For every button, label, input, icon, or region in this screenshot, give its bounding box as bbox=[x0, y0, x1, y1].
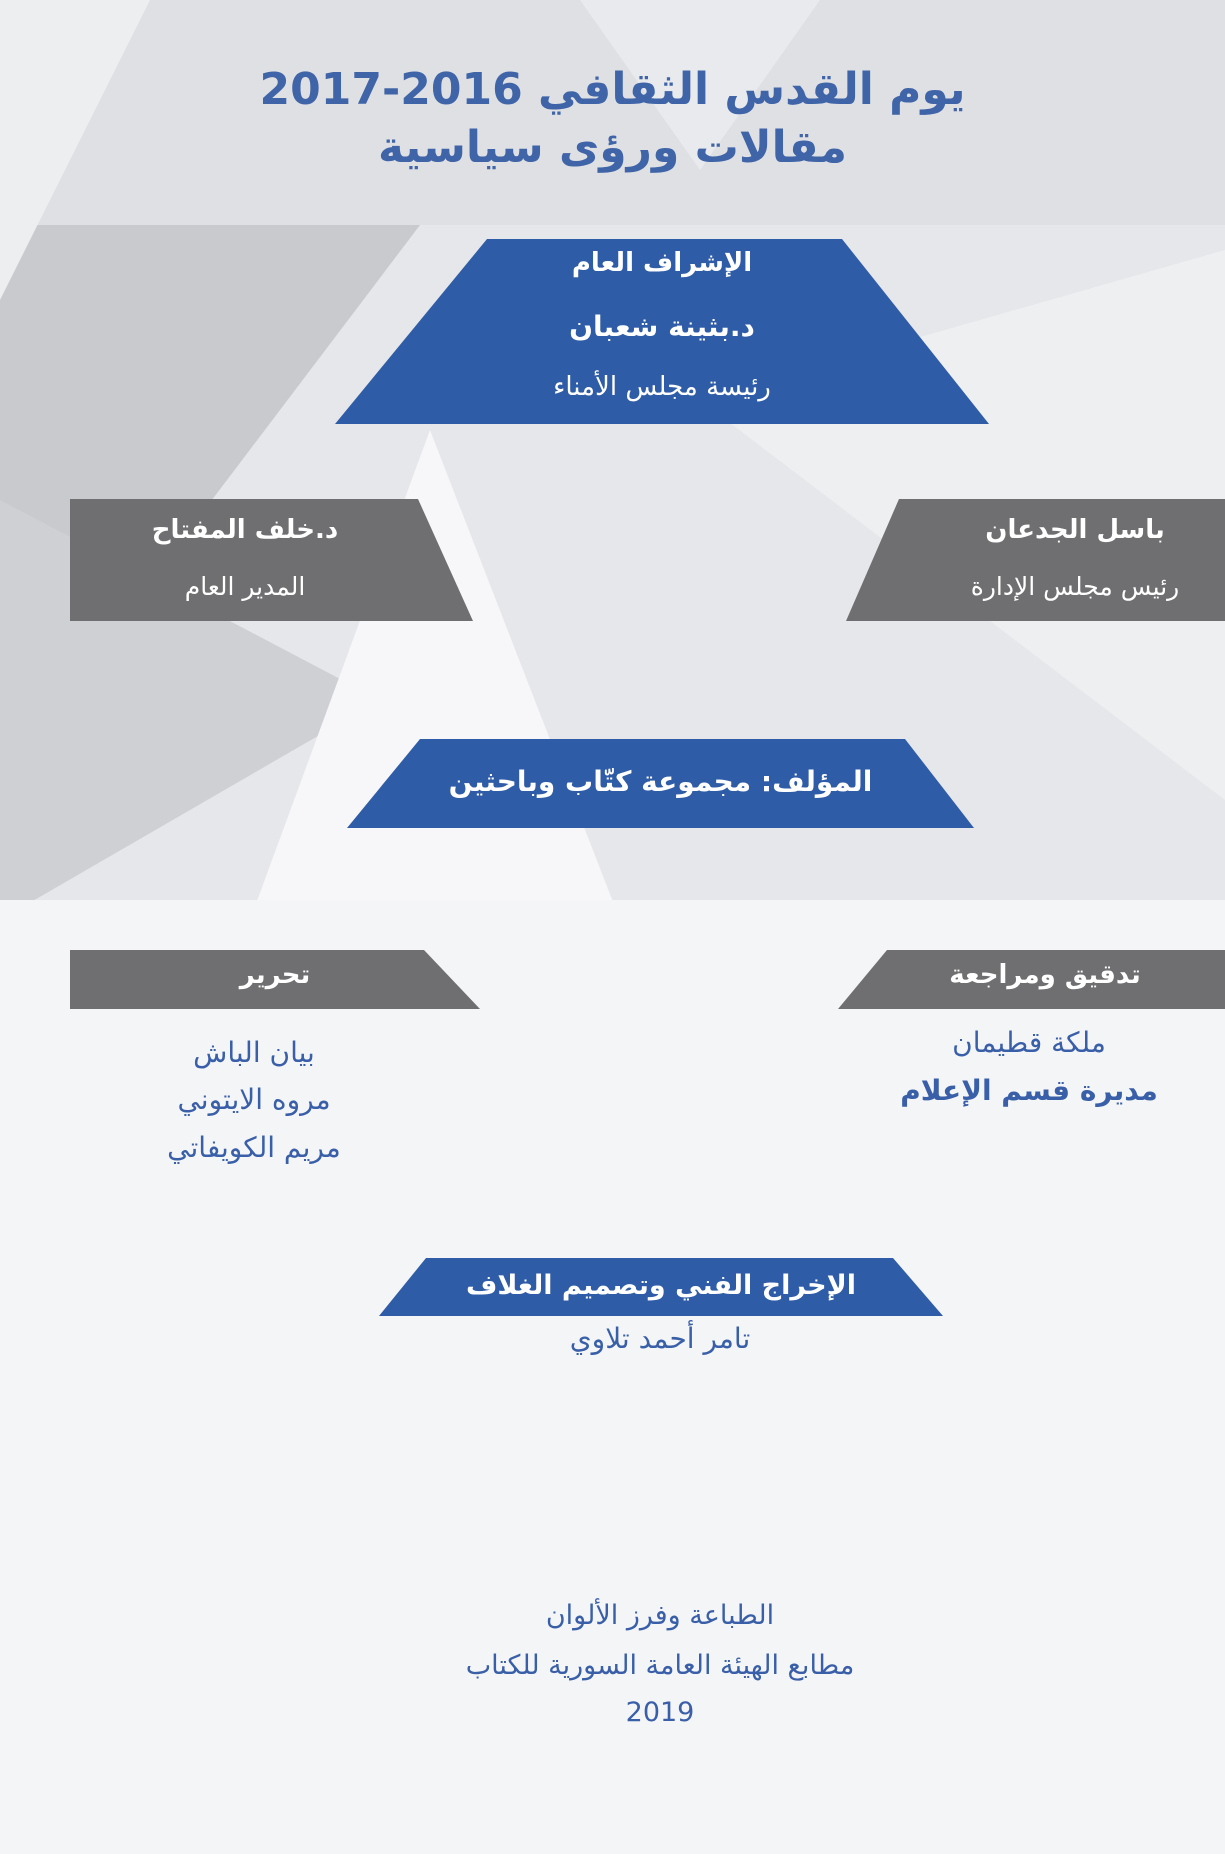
book-subtitle: مقالات ورؤى سياسية bbox=[377, 122, 848, 173]
designer-name: تامر أحمد تلاوي bbox=[569, 1322, 751, 1355]
supervision-heading: الإشراف العام bbox=[571, 248, 753, 278]
printing-label: الطباعة وفرز الألوان bbox=[545, 1600, 775, 1631]
editor-name: مريم الكويفاتي bbox=[167, 1131, 341, 1164]
general-manager-role: المدير العام bbox=[184, 572, 306, 601]
proofreader-name: ملكة قطيمان bbox=[952, 1026, 1106, 1059]
printer-name: مطابع الهيئة العامة السورية للكتاب bbox=[465, 1650, 855, 1681]
board-chair-name: باسل الجدعان bbox=[985, 515, 1165, 545]
supervision-role: رئيسة مجلس الأمناء bbox=[553, 372, 771, 402]
supervision-name: د.بثينة شعبان bbox=[569, 310, 755, 343]
author-label: المؤلف: مجموعة كتّاب وباحثين bbox=[448, 765, 873, 798]
design-heading: الإخراج الفني وتصميم الغلاف bbox=[465, 1270, 856, 1301]
proofreading-heading: تدقيق ومراجعة bbox=[949, 960, 1141, 990]
book-title: يوم القدس الثقافي 2016-2017 bbox=[259, 64, 966, 115]
editor-name: بيان الباش bbox=[193, 1036, 315, 1069]
general-manager-name: د.خلف المفتاح bbox=[151, 515, 339, 545]
proofreader-role: مديرة قسم الإعلام bbox=[900, 1074, 1158, 1107]
board-chair-role: رئيس مجلس الإدارة bbox=[970, 572, 1180, 601]
publication-year: 2019 bbox=[625, 1697, 695, 1728]
editor-name: مروه الايتوني bbox=[177, 1083, 331, 1116]
editing-heading: تحرير bbox=[239, 960, 311, 990]
